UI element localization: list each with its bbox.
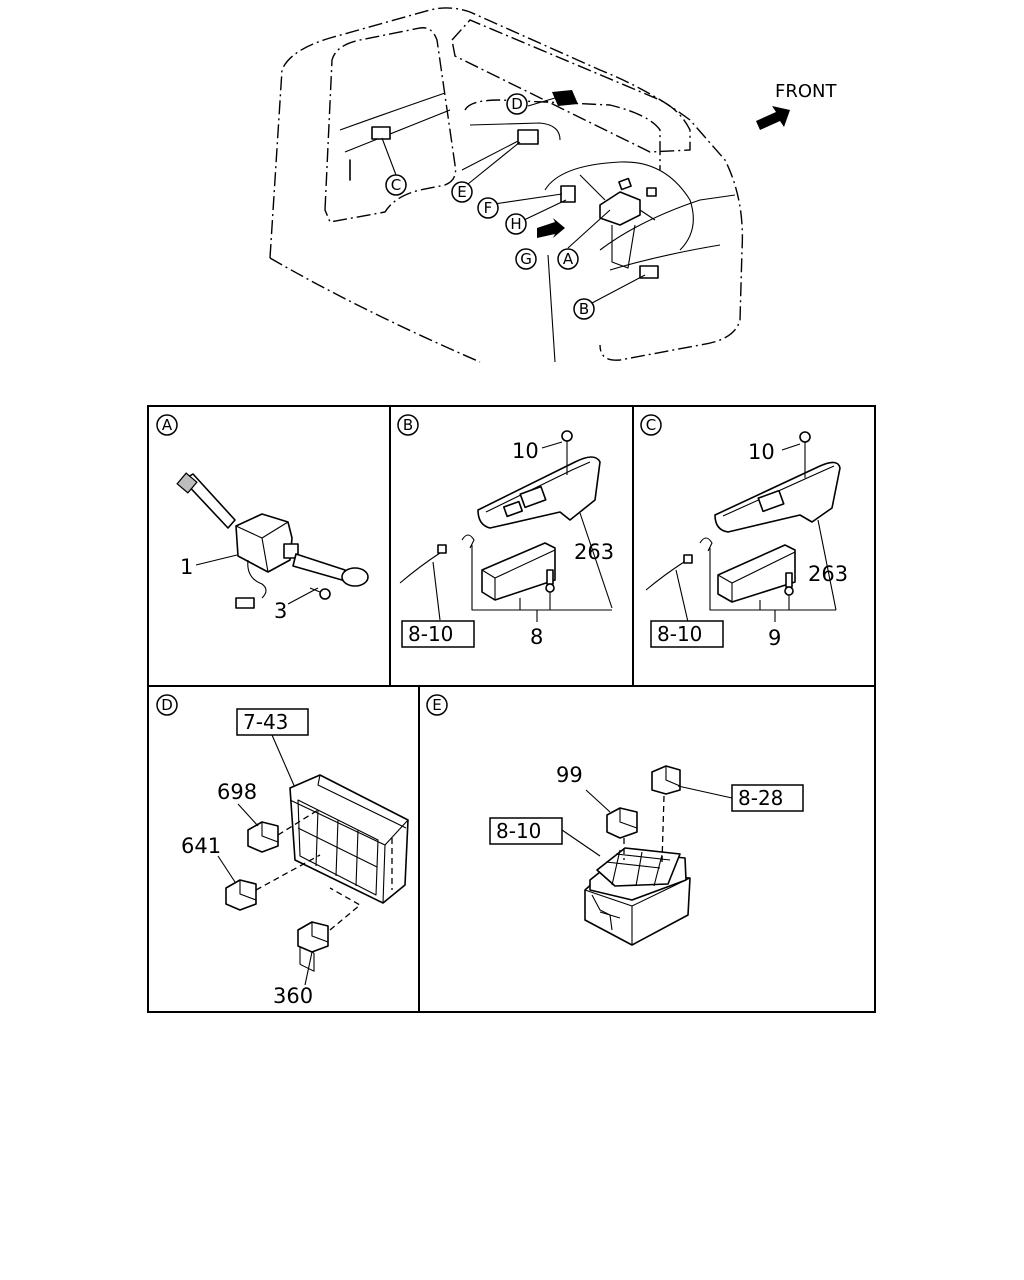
label-698: 698 [217, 780, 257, 804]
callout-b: B [573, 298, 595, 320]
svg-text:D: D [511, 95, 523, 113]
vehicle-overview: FRONT D C E F H G [269, 7, 837, 363]
label-9: 9 [768, 626, 781, 650]
callout-g: G [515, 248, 537, 270]
panel-c: C 10 263 9 8-10 [640, 414, 848, 650]
label-263: 263 [808, 562, 848, 586]
panel-e: E 99 8-10 8-28 [426, 694, 804, 946]
relay-block [584, 847, 691, 946]
ref-8-10-e: 8-10 [496, 819, 541, 843]
label-10: 10 [512, 439, 539, 463]
panel-grid [147, 405, 876, 1013]
panel-c-letter: C [646, 416, 656, 434]
panel-a-letter: A [162, 416, 173, 434]
label-1: 1 [180, 555, 193, 579]
ref-7-43: 7-43 [243, 710, 288, 734]
label-8: 8 [530, 625, 543, 649]
svg-text:C: C [391, 176, 401, 194]
svg-text:B: B [579, 300, 589, 318]
front-label: FRONT [775, 81, 837, 102]
panel-d: D 7-43 698 [156, 694, 409, 1008]
label-263: 263 [574, 540, 614, 564]
window-switch-panel-b [437, 430, 601, 601]
panel-d-letter: D [161, 696, 173, 714]
callout-h: H [505, 213, 527, 235]
svg-text:F: F [484, 199, 493, 217]
label-99: 99 [556, 763, 583, 787]
svg-text:A: A [563, 250, 574, 268]
combination-switch [176, 472, 369, 609]
ref-8-10-b: 8-10 [408, 622, 453, 646]
svg-text:E: E [457, 183, 466, 201]
label-10: 10 [748, 440, 775, 464]
label-641: 641 [181, 834, 221, 858]
window-switch-panel-c [683, 431, 841, 603]
panel-e-letter: E [432, 696, 441, 714]
ref-8-10-c: 8-10 [657, 622, 702, 646]
switch-holder [289, 774, 409, 972]
label-3: 3 [274, 599, 287, 623]
svg-text:H: H [510, 215, 521, 233]
svg-text:G: G [520, 250, 532, 268]
panel-b: B 10 263 8 8-10 [397, 414, 614, 649]
callout-e: E [451, 181, 473, 203]
panel-b-letter: B [403, 416, 413, 434]
ref-8-28: 8-28 [738, 786, 783, 810]
callout-d: D [506, 93, 528, 115]
label-360: 360 [273, 984, 313, 1008]
panel-a: A 1 3 [156, 414, 369, 623]
callout-a: A [557, 248, 579, 270]
callout-f: F [477, 197, 499, 219]
callout-c: C [385, 174, 407, 196]
